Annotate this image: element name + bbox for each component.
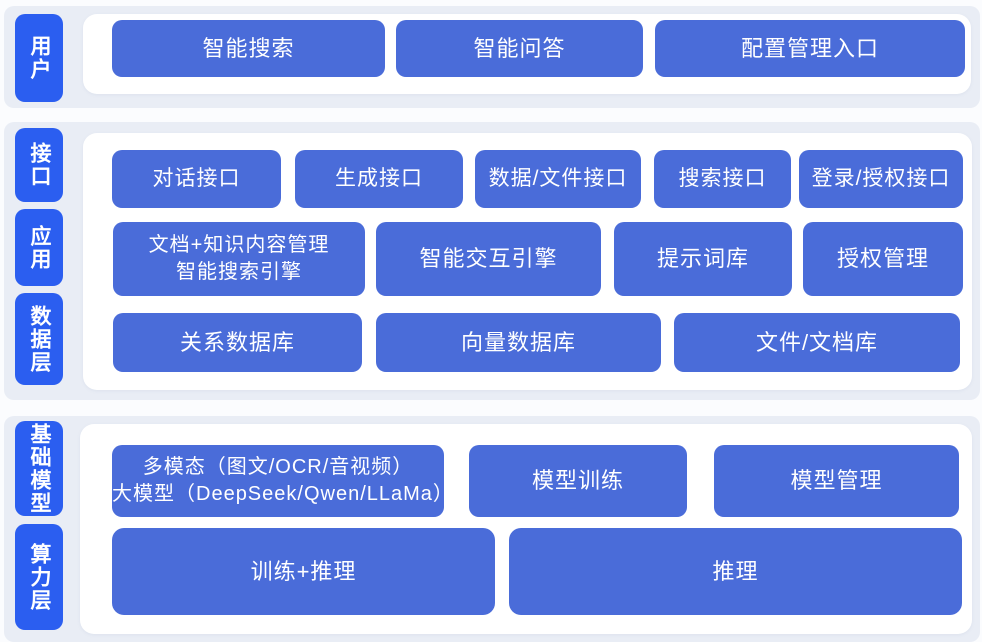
block-data-file-api: 数据/文件接口 [475, 150, 641, 208]
layer-label-data-layer: 数据层 [15, 293, 63, 385]
block-smart-search: 智能搜索 [112, 20, 385, 77]
layer-label-compute-layer: 算力层 [15, 524, 63, 630]
block-relational-db: 关系数据库 [113, 313, 362, 372]
block-multimodal-llm: 多模态（图文/OCR/音视频） 大模型（DeepSeek/Qwen/LLaMa） [112, 445, 453, 517]
block-search-api: 搜索接口 [654, 150, 791, 208]
block-generate-api: 生成接口 [295, 150, 463, 208]
block-auth-management: 授权管理 [803, 222, 963, 296]
layer-label-foundation-model: 基础模型 [15, 421, 63, 516]
block-config-entry: 配置管理入口 [655, 20, 965, 77]
block-login-auth-api: 登录/授权接口 [799, 150, 963, 208]
block-vector-db: 向量数据库 [376, 313, 661, 372]
block-model-management: 模型管理 [714, 445, 959, 517]
block-smart-qa: 智能问答 [396, 20, 643, 77]
block-inference: 推理 [509, 528, 962, 615]
block-file-doc-library: 文件/文档库 [674, 313, 960, 372]
block-dialog-api: 对话接口 [112, 150, 281, 208]
block-train-inference: 训练+推理 [112, 528, 495, 615]
block-interaction-engine: 智能交互引擎 [376, 222, 601, 296]
layer-label-user: 用户 [15, 14, 63, 102]
layer-label-interface: 接口 [15, 128, 63, 202]
block-doc-knowledge: 文档+知识内容管理 智能搜索引擎 [113, 222, 365, 296]
layer-label-application: 应用 [15, 209, 63, 286]
block-prompt-library: 提示词库 [614, 222, 792, 296]
block-model-training: 模型训练 [469, 445, 687, 517]
